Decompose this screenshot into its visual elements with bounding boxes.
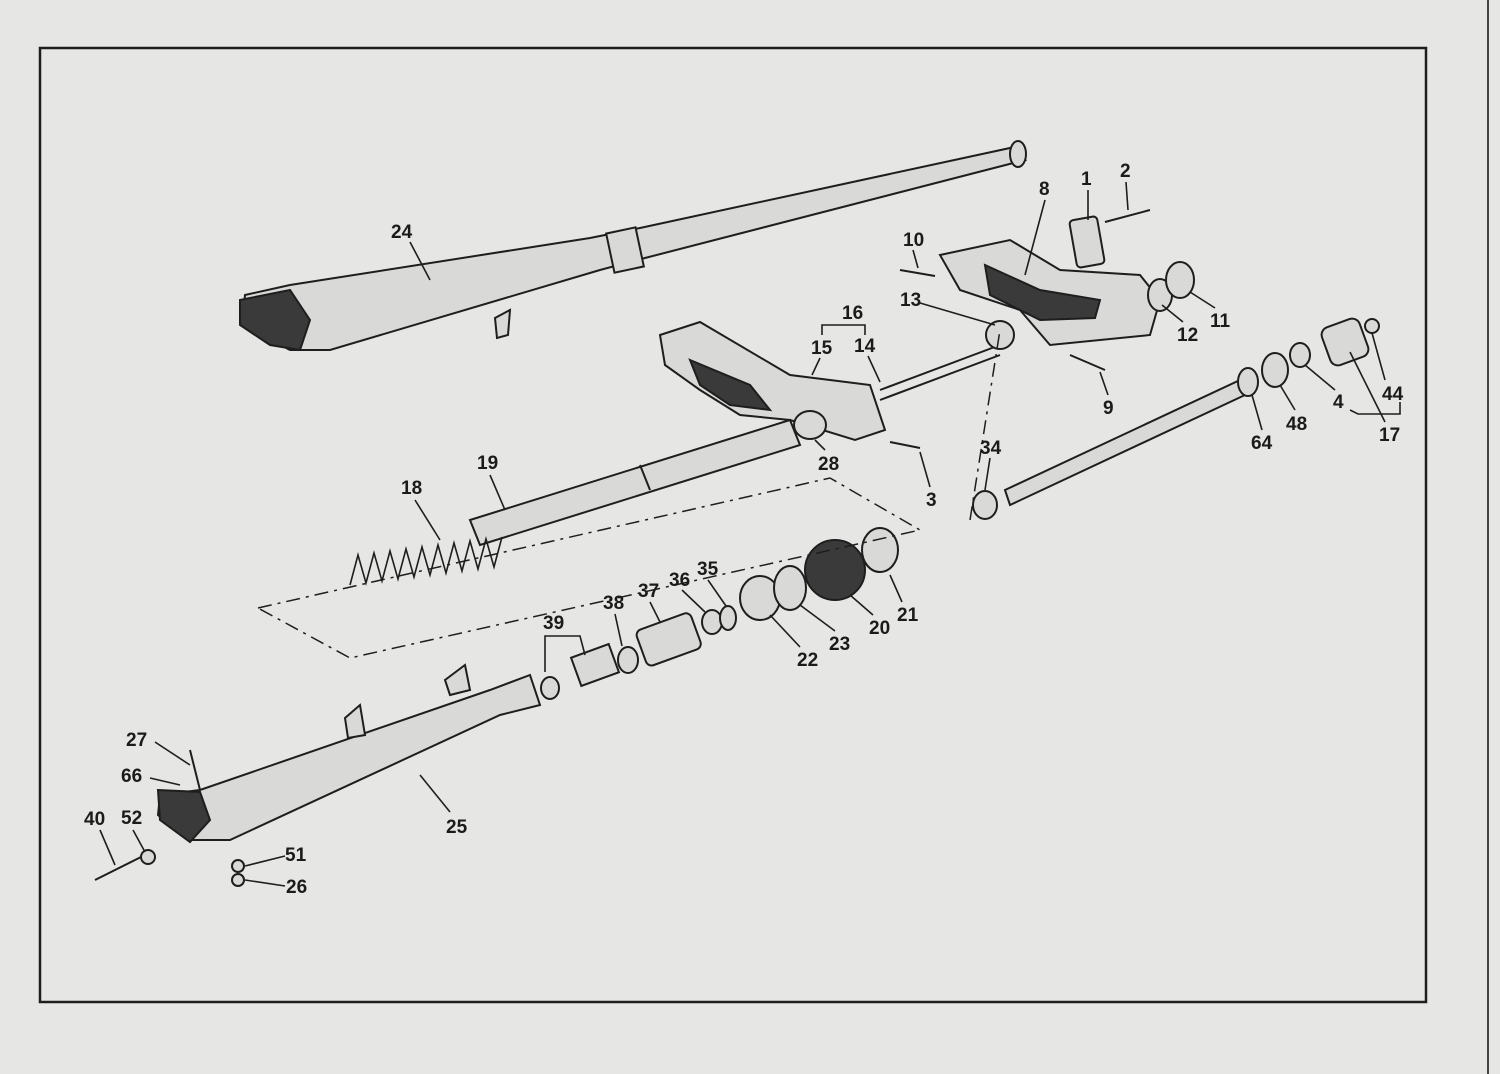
callout-3: 3 xyxy=(926,490,937,511)
callout-25: 25 xyxy=(446,817,468,838)
damper-rod xyxy=(1003,317,1380,507)
callout-10: 10 xyxy=(903,230,924,251)
callout-9: 9 xyxy=(1103,398,1114,419)
callout-36: 36 xyxy=(669,570,690,591)
callout-21: 21 xyxy=(897,605,919,626)
fork-spring xyxy=(349,535,503,587)
callout-44: 44 xyxy=(1382,384,1404,405)
callout-35: 35 xyxy=(697,559,719,580)
callout-51: 51 xyxy=(285,845,307,866)
callout-labels: 24 10 8 1 2 16 13 15 14 12 11 9 44 4 17 … xyxy=(84,161,1404,898)
callout-39: 39 xyxy=(543,613,564,634)
callout-8: 8 xyxy=(1039,179,1050,200)
callout-66: 66 xyxy=(121,766,142,787)
callout-34: 34 xyxy=(980,438,1002,459)
leader-lines xyxy=(99,181,1401,887)
lower-triple-clamp xyxy=(658,320,1015,449)
callout-20: 20 xyxy=(869,618,890,639)
assembly-outline xyxy=(257,477,923,659)
callout-19: 19 xyxy=(477,453,498,474)
callout-15: 15 xyxy=(811,338,833,359)
callout-2: 2 xyxy=(1120,161,1131,182)
callout-27: 27 xyxy=(126,730,147,751)
callout-14: 14 xyxy=(854,336,876,357)
callout-1: 1 xyxy=(1081,169,1092,190)
callout-52: 52 xyxy=(121,808,142,829)
callout-13: 13 xyxy=(900,290,921,311)
callout-28: 28 xyxy=(818,454,839,475)
upper-triple-clamp xyxy=(899,209,1195,371)
page-border xyxy=(38,46,1428,1004)
callout-40: 40 xyxy=(84,809,105,830)
callout-64: 64 xyxy=(1251,433,1273,454)
assembly-line-stem xyxy=(969,329,1001,521)
callout-11: 11 xyxy=(1210,311,1231,332)
callout-48: 48 xyxy=(1286,414,1307,435)
callout-22: 22 xyxy=(797,650,818,671)
callout-26: 26 xyxy=(286,877,307,898)
callout-17: 17 xyxy=(1379,425,1400,446)
spring-34 xyxy=(972,490,998,520)
callout-37: 37 xyxy=(638,581,659,602)
fork-leg-left xyxy=(239,140,1028,352)
fork-leg-lower xyxy=(94,663,542,887)
callout-23: 23 xyxy=(829,634,850,655)
callout-4: 4 xyxy=(1333,392,1344,413)
callout-18: 18 xyxy=(401,478,422,499)
callout-38: 38 xyxy=(603,593,624,614)
seal-parts xyxy=(540,527,899,700)
callout-16: 16 xyxy=(842,303,863,324)
fork-tube xyxy=(468,410,827,547)
callout-12: 12 xyxy=(1177,325,1198,346)
callout-24: 24 xyxy=(391,222,413,243)
